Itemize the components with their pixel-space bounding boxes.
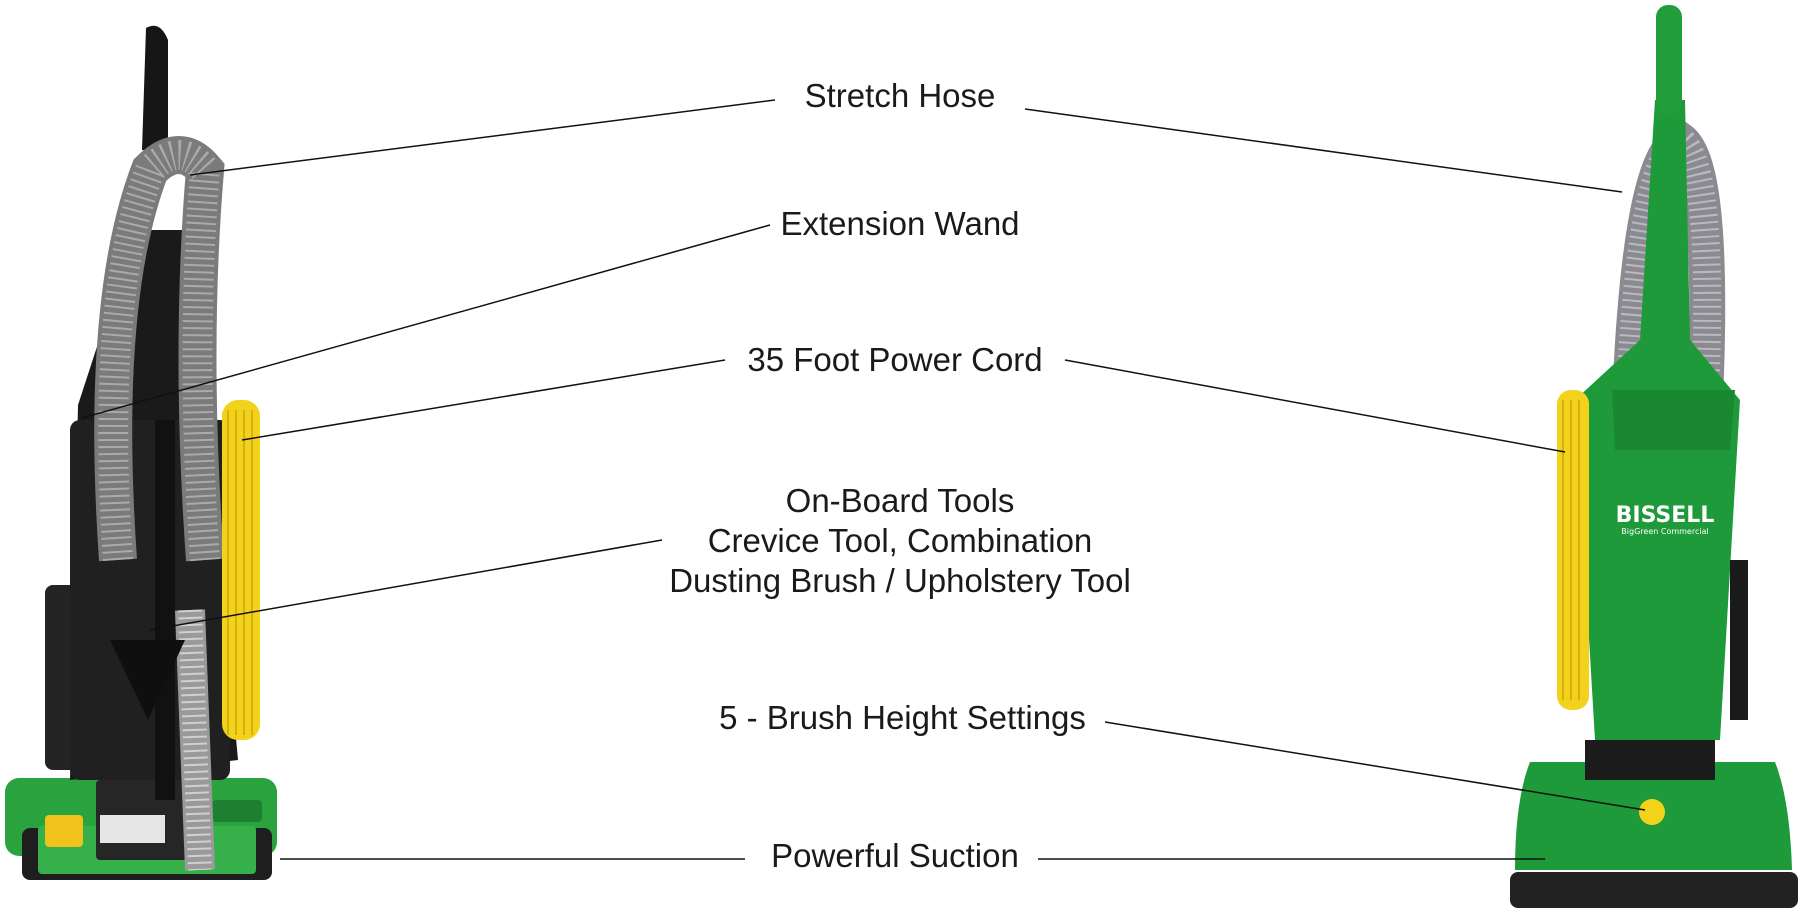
callout-power-cord: 35 Foot Power Cord: [747, 341, 1043, 378]
vacuum-rear-view: [5, 25, 277, 880]
line-onboard-tools: [149, 539, 663, 631]
callout-suction: Powerful Suction: [771, 837, 1019, 874]
front-handle: [1656, 5, 1682, 115]
callout-extension-wand: Extension Wand: [780, 205, 1020, 242]
front-power-cord: [1557, 390, 1589, 710]
rear-tool: [110, 640, 185, 720]
vacuum-front-view: BISSELL BigGreen Commercial: [1510, 5, 1798, 908]
rear-pedal: [45, 815, 83, 847]
front-base-bumper: [1510, 872, 1798, 908]
callout-brush-height: 5 - Brush Height Settings: [719, 699, 1086, 736]
line-power-cord-left: [241, 359, 726, 441]
callout-onboard-tools: On-Board Tools Crevice Tool, Combination…: [650, 481, 1150, 601]
onboard-tools-line1: On-Board Tools: [785, 482, 1015, 519]
rear-handle: [142, 25, 168, 150]
line-stretch-hose-left: [189, 99, 776, 176]
rear-power-cord: [222, 400, 260, 740]
brush-height-dial: [1639, 799, 1665, 825]
callout-stretch-hose: Stretch Hose: [804, 77, 996, 114]
rear-sticker: [100, 815, 165, 843]
rear-hose: [94, 136, 225, 871]
callout-lines: [81, 99, 1646, 860]
line-power-cord-right: [1064, 359, 1566, 453]
line-extension-wand: [81, 224, 771, 419]
bissell-logo-sub: BigGreen Commercial: [1621, 527, 1708, 536]
line-stretch-hose-right: [1024, 108, 1623, 193]
onboard-tools-line2: Crevice Tool, Combination: [707, 522, 1093, 559]
line-brush-height: [1104, 721, 1646, 811]
bissell-logo: BISSELL: [1616, 503, 1715, 528]
onboard-tools-line3: Dusting Brush / Upholstery Tool: [669, 562, 1131, 599]
rear-extension-wand: [155, 420, 175, 800]
